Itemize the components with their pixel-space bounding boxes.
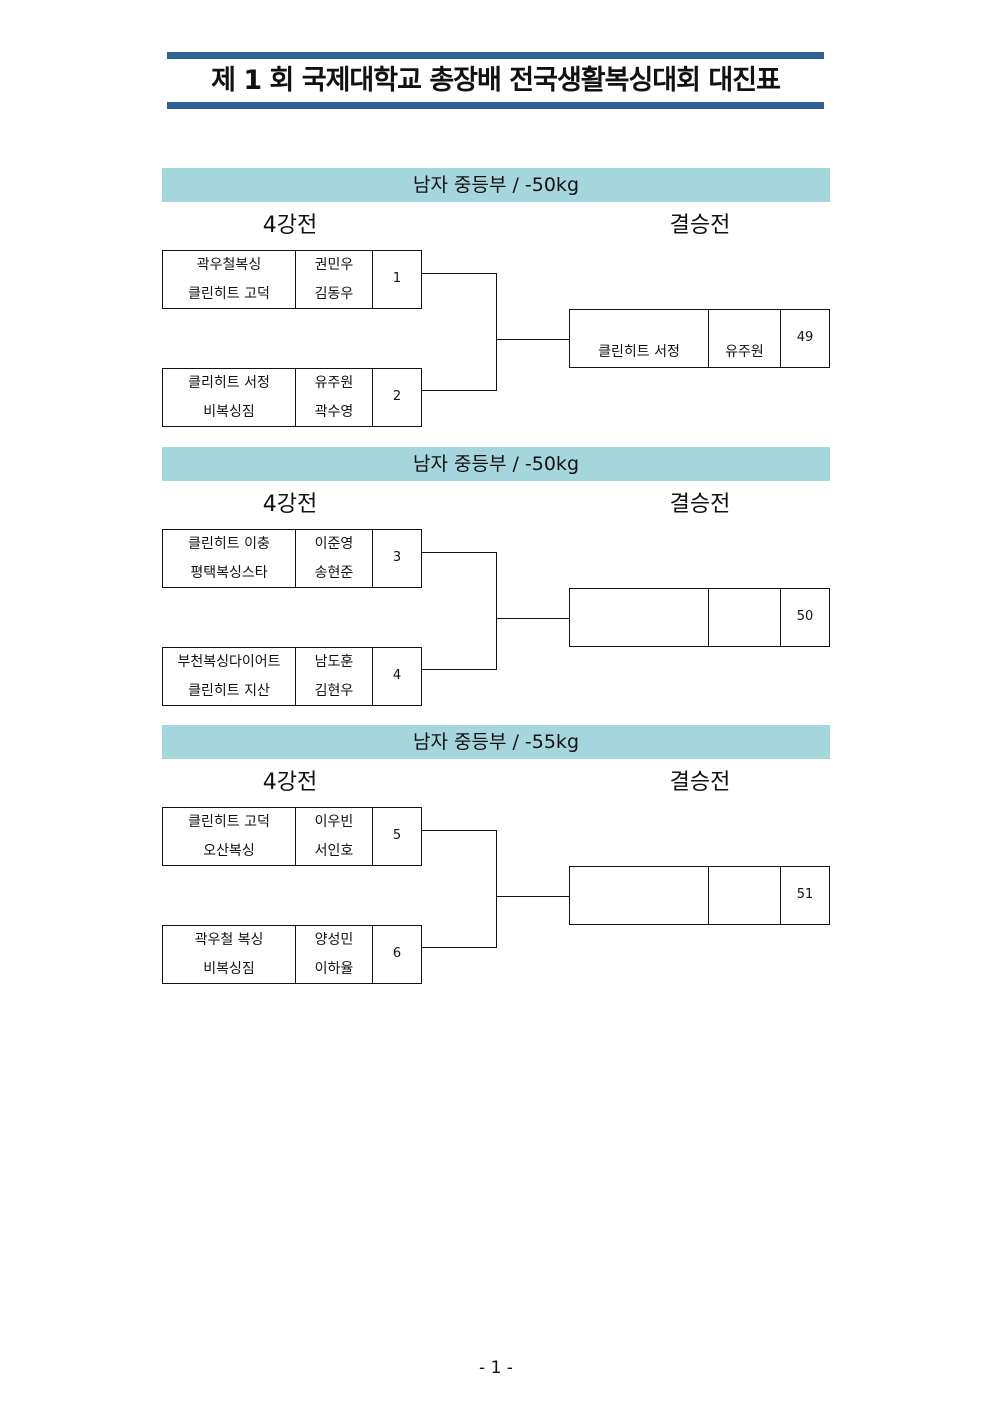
bracket-connector bbox=[422, 669, 496, 670]
final-gym-column: 클린히트 서정 bbox=[570, 310, 709, 367]
match-box: 곽우철 복싱 비복싱짐 양성민 이하율 6 bbox=[162, 925, 422, 984]
gym-name-bottom: 비복싱짐 bbox=[203, 961, 255, 977]
player-name-top: 양성민 bbox=[314, 932, 354, 948]
player-name-top: 남도훈 bbox=[314, 654, 354, 670]
final-match-number: 51 bbox=[796, 887, 814, 902]
match-number-column: 5 bbox=[373, 808, 421, 865]
match-box: 클린히트 고덕 오산복싱 이우빈 서인호 5 bbox=[162, 807, 422, 866]
match-number: 1 bbox=[392, 271, 402, 286]
gym-name-bottom: 비복싱짐 bbox=[203, 404, 255, 420]
match-number-column: 6 bbox=[373, 926, 421, 983]
bracket-connector bbox=[496, 618, 569, 619]
gym-column: 부천복싱다이어트 클린히트 지산 bbox=[163, 648, 296, 705]
gym-name-top: 클린히트 이충 bbox=[188, 536, 270, 552]
player-name-bottom: 서인호 bbox=[314, 843, 354, 859]
gym-name-bottom: 오산복싱 bbox=[203, 843, 255, 859]
gym-name-top: 클리히트 서정 bbox=[188, 375, 270, 391]
title-bar-bottom bbox=[167, 102, 824, 109]
gym-name-top: 곽우철복싱 bbox=[196, 257, 262, 273]
final-match-box: 51 bbox=[569, 866, 830, 925]
final-gym-name: 클린히트 서정 bbox=[598, 344, 680, 360]
player-column: 권민우 김동우 bbox=[296, 251, 373, 308]
player-column: 유주원 곽수영 bbox=[296, 369, 373, 426]
match-number-column: 2 bbox=[373, 369, 421, 426]
final-number-column: 51 bbox=[781, 867, 829, 924]
gym-name-top: 부천복싱다이어트 bbox=[177, 654, 281, 670]
final-match-box: 클린히트 서정 유주원 49 bbox=[569, 309, 830, 368]
player-column: 양성민 이하율 bbox=[296, 926, 373, 983]
match-box: 클린히트 이충 평택복싱스타 이준영 송현준 3 bbox=[162, 529, 422, 588]
final-match-box: 50 bbox=[569, 588, 830, 647]
match-number-column: 3 bbox=[373, 530, 421, 587]
bracket-connector bbox=[496, 273, 497, 391]
final-match-number: 49 bbox=[796, 330, 814, 345]
final-label: 결승전 bbox=[669, 492, 731, 517]
gym-name-top: 클린히트 고덕 bbox=[188, 814, 270, 830]
division-header: 남자 중등부 / -55kg bbox=[162, 725, 830, 759]
gym-column: 곽우철복싱 클린히트 고덕 bbox=[163, 251, 296, 308]
bracket-connector bbox=[422, 947, 496, 948]
document-title: 제 1 회 국제대학교 총장배 전국생활복싱대회 대진표 bbox=[211, 65, 781, 96]
semifinal-label: 4강전 bbox=[262, 213, 318, 238]
bracket-section: 남자 중등부 / -55kg 4강전 결승전 클린히트 고덕 오산복싱 이우빈 … bbox=[0, 725, 992, 1004]
player-column: 남도훈 김현우 bbox=[296, 648, 373, 705]
bracket-connector bbox=[422, 273, 496, 274]
final-label: 결승전 bbox=[669, 213, 731, 238]
final-gym-column bbox=[570, 589, 709, 646]
title-bar-top bbox=[167, 52, 824, 59]
player-name-top: 이준영 bbox=[314, 536, 354, 552]
gym-column: 클린히트 이충 평택복싱스타 bbox=[163, 530, 296, 587]
final-player-column bbox=[709, 867, 781, 924]
player-name-bottom: 김현우 bbox=[314, 683, 354, 699]
final-player-column: 유주원 bbox=[709, 310, 781, 367]
match-box: 클리히트 서정 비복싱짐 유주원 곽수영 2 bbox=[162, 368, 422, 427]
final-label: 결승전 bbox=[669, 770, 731, 795]
final-match-number: 50 bbox=[796, 609, 814, 624]
bracket-connector bbox=[422, 830, 496, 831]
player-name-bottom: 곽수영 bbox=[314, 404, 354, 420]
player-name-bottom: 송현준 bbox=[314, 565, 354, 581]
bracket-connector bbox=[496, 830, 497, 948]
gym-name-bottom: 클린히트 고덕 bbox=[188, 286, 270, 302]
final-gym-column bbox=[570, 867, 709, 924]
gym-column: 곽우철 복싱 비복싱짐 bbox=[163, 926, 296, 983]
bracket-section: 남자 중등부 / -50kg 4강전 결승전 클린히트 이충 평택복싱스타 이준… bbox=[0, 447, 992, 726]
page-number: - 1 - bbox=[479, 1358, 513, 1378]
bracket-section: 남자 중등부 / -50kg 4강전 결승전 곽우철복싱 클린히트 고덕 권민우… bbox=[0, 168, 992, 447]
match-number-column: 1 bbox=[373, 251, 421, 308]
player-column: 이준영 송현준 bbox=[296, 530, 373, 587]
bracket-connector bbox=[496, 552, 497, 670]
bracket-connector bbox=[496, 339, 569, 340]
match-number: 6 bbox=[392, 946, 402, 961]
player-column: 이우빈 서인호 bbox=[296, 808, 373, 865]
player-name-top: 권민우 bbox=[314, 257, 354, 273]
division-header: 남자 중등부 / -50kg bbox=[162, 168, 830, 202]
match-box: 곽우철복싱 클린히트 고덕 권민우 김동우 1 bbox=[162, 250, 422, 309]
semifinal-label: 4강전 bbox=[262, 492, 318, 517]
match-number: 3 bbox=[392, 550, 402, 565]
player-name-top: 이우빈 bbox=[314, 814, 354, 830]
match-number-column: 4 bbox=[373, 648, 421, 705]
player-name-bottom: 김동우 bbox=[314, 286, 354, 302]
gym-name-top: 곽우철 복싱 bbox=[194, 932, 264, 948]
bracket-connector bbox=[496, 896, 569, 897]
player-name-bottom: 이하율 bbox=[314, 961, 354, 977]
final-number-column: 49 bbox=[781, 310, 829, 367]
semifinal-label: 4강전 bbox=[262, 770, 318, 795]
player-name-top: 유주원 bbox=[314, 375, 354, 391]
gym-column: 클리히트 서정 비복싱짐 bbox=[163, 369, 296, 426]
final-player-name: 유주원 bbox=[725, 344, 764, 360]
gym-name-bottom: 평택복싱스타 bbox=[190, 565, 268, 581]
match-number: 5 bbox=[392, 828, 402, 843]
match-box: 부천복싱다이어트 클린히트 지산 남도훈 김현우 4 bbox=[162, 647, 422, 706]
final-number-column: 50 bbox=[781, 589, 829, 646]
division-header: 남자 중등부 / -50kg bbox=[162, 447, 830, 481]
match-number: 4 bbox=[392, 668, 402, 683]
bracket-connector bbox=[422, 552, 496, 553]
gym-column: 클린히트 고덕 오산복싱 bbox=[163, 808, 296, 865]
bracket-connector bbox=[422, 390, 496, 391]
gym-name-bottom: 클린히트 지산 bbox=[188, 683, 270, 699]
final-player-column bbox=[709, 589, 781, 646]
match-number: 2 bbox=[392, 389, 402, 404]
